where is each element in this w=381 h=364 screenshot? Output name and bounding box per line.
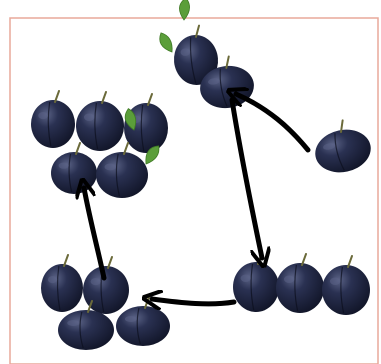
plum-body [233,262,279,312]
plum-highlight [105,164,116,171]
plum-body [31,100,75,148]
plum-group-bottom-left-cluster [41,255,170,350]
plum-highlight [59,163,69,169]
plum-highlight [38,112,48,119]
plum-group-top-left-cluster [31,91,168,198]
plum-highlight [48,276,57,283]
plum-highlight [84,114,95,122]
arrow-bottom-right-row-to-bottom-left-cluster [152,299,234,304]
plum [309,116,374,178]
plum [276,254,324,313]
plum-highlight [330,278,341,286]
leaf [156,31,177,55]
plum-highlight [284,276,295,284]
plum [31,91,75,148]
arrow-top-pair-to-bottom-right-row [232,100,262,258]
plum-highlight [67,320,79,326]
plum [51,143,97,194]
plum-body [76,101,124,151]
plum [233,253,279,312]
plum-group-lone-plum [309,116,374,178]
plum-highlight [125,316,137,322]
plum-body [58,310,114,350]
plum-group-bottom-right-row [233,253,370,315]
plum-body [276,263,324,313]
plum-body [116,306,170,346]
plum-body [41,264,83,312]
leaf [179,0,189,20]
arrow-bottom-left-cluster-to-top-left-cluster [84,188,104,278]
plum-stem [148,94,152,105]
plum-body [96,152,148,198]
plum-highlight [241,275,251,283]
plum-body [322,265,370,315]
arrow-lone-plum-to-top-pair [236,94,308,150]
plum [76,92,124,151]
plum-body [51,152,97,194]
plum-stem [55,91,59,102]
plum-body [311,125,375,178]
plum-highlight [91,278,101,285]
plum-stem [64,255,68,266]
plum [41,255,83,312]
plum-stem [108,257,112,268]
plum [322,256,370,315]
